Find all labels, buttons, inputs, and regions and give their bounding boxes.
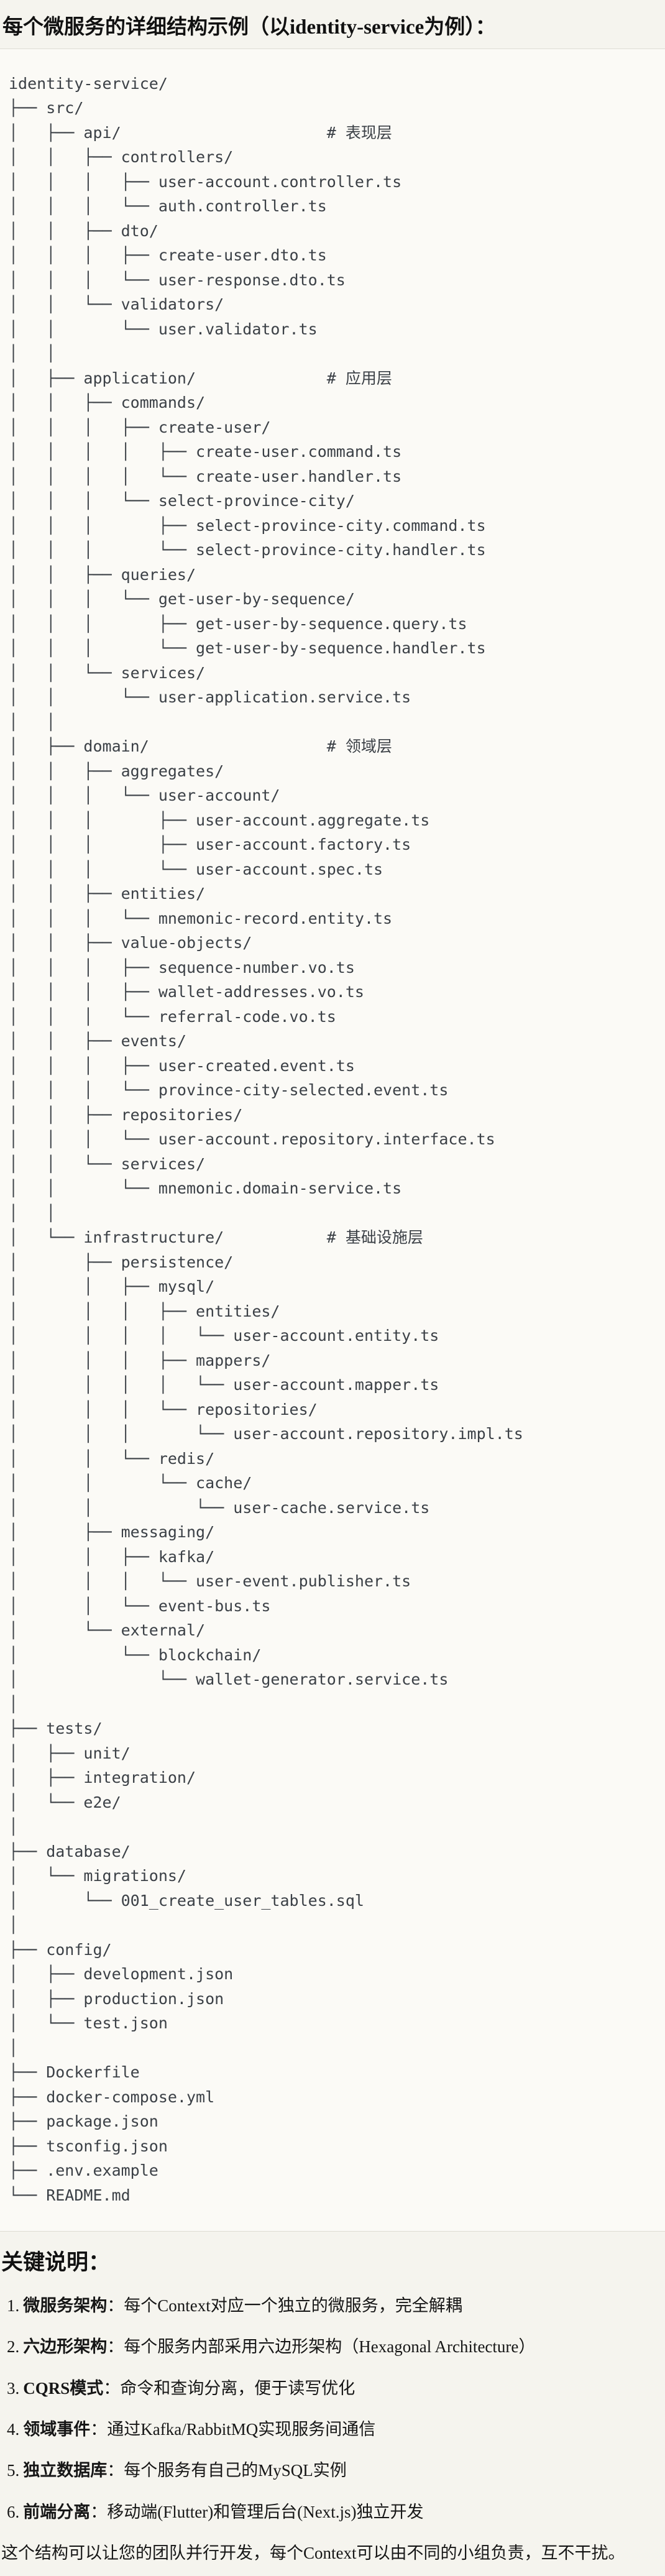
list-term: 前端分离 (23, 2502, 91, 2521)
notes-section: 关键说明： 1.微服务架构：每个Context对应一个独立的微服务，完全解耦 2… (0, 2250, 665, 2575)
directory-tree: identity-service/ ├── src/ │ ├── api/ # … (9, 74, 523, 2204)
list-number: 6. (7, 2502, 20, 2521)
list-desc: ：每个服务内部采用六边形架构（Hexagonal Architecture） (107, 2337, 536, 2357)
notes-list: 1.微服务架构：每个Context对应一个独立的微服务，完全解耦 2.六边形架构… (1, 2294, 661, 2524)
list-number: 3. (7, 2378, 20, 2398)
list-number: 1. (7, 2296, 20, 2315)
list-term: CQRS模式 (23, 2378, 104, 2398)
list-desc: ：移动端(Flutter)和管理后台(Next.js)独立开发 (90, 2502, 424, 2521)
list-term: 独立数据库 (23, 2461, 108, 2480)
list-desc: ：每个Context对应一个独立的微服务，完全解耦 (107, 2296, 462, 2315)
page-title: 每个微服务的详细结构示例（以identity-service为例）： (2, 16, 496, 39)
list-desc: ：通过Kafka/RabbitMQ实现服务间通信 (90, 2420, 376, 2439)
list-item: 4.领域事件：通过Kafka/RabbitMQ实现服务间通信 (7, 2418, 661, 2440)
list-term: 微服务架构 (23, 2296, 108, 2315)
notes-heading: 关键说明： (1, 2250, 111, 2275)
list-item: 5.独立数据库：每个服务有自己的MySQL实例 (7, 2459, 661, 2482)
list-term: 领域事件 (23, 2420, 91, 2439)
closing-paragraph: 这个结构可以让您的团队并行开发，每个Context可以由不同的小组负责，互不干扰… (1, 2544, 625, 2563)
list-desc: ：每个服务有自己的MySQL实例 (107, 2461, 347, 2480)
list-item: 6.前端分离：移动端(Flutter)和管理后台(Next.js)独立开发 (7, 2501, 661, 2523)
code-block: identity-service/ ├── src/ │ ├── api/ # … (0, 48, 665, 2232)
list-term: 六边形架构 (23, 2337, 108, 2357)
list-item: 2.六边形架构：每个服务内部采用六边形架构（Hexagonal Architec… (7, 2335, 661, 2358)
list-item: 3.CQRS模式：命令和查询分离，便于读写优化 (7, 2377, 661, 2399)
list-item: 1.微服务架构：每个Context对应一个独立的微服务，完全解耦 (7, 2294, 661, 2317)
list-number: 5. (7, 2461, 20, 2480)
list-number: 2. (7, 2337, 20, 2357)
list-number: 4. (7, 2420, 20, 2439)
list-desc: ：命令和查询分离，便于读写优化 (103, 2378, 355, 2398)
